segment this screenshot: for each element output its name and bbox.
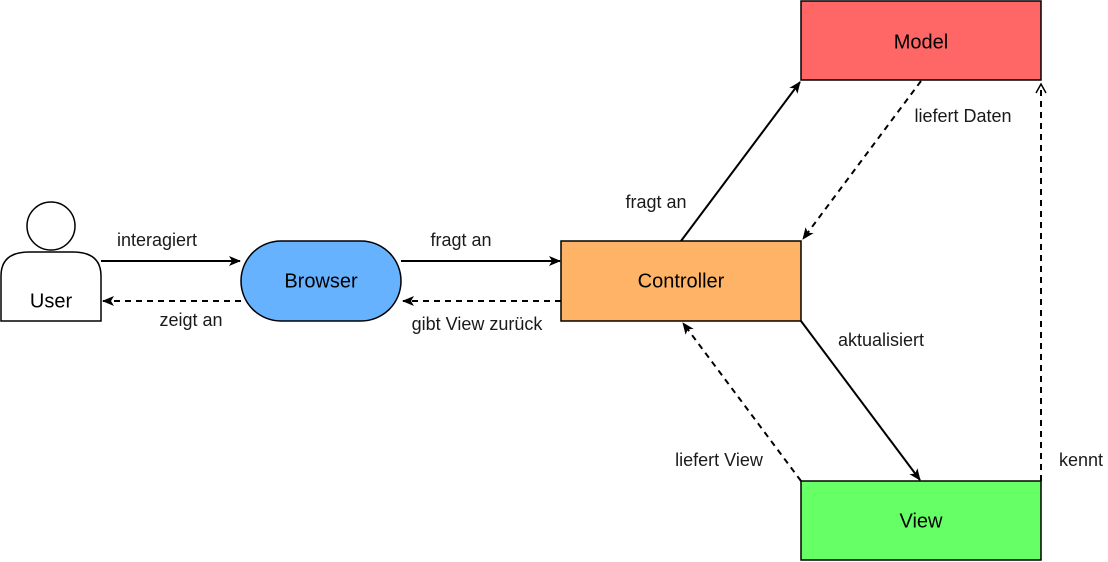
edge-model-to-controller[interactable]: liefert Daten bbox=[802, 80, 1012, 240]
browser-node[interactable]: Browser bbox=[240, 240, 402, 322]
view-box bbox=[800, 480, 1042, 561]
edge-label-fragt-an-model: fragt an bbox=[625, 192, 686, 212]
browser-box bbox=[240, 240, 402, 322]
model-box bbox=[800, 0, 1042, 81]
edge-label-gibt-view-zurueck: gibt View zurück bbox=[412, 314, 544, 334]
user-icon bbox=[0, 201, 102, 322]
edge-label-liefert-view: liefert View bbox=[675, 450, 764, 470]
edge-label-interagiert: interagiert bbox=[117, 230, 197, 250]
edge-user-to-browser[interactable]: interagiert bbox=[101, 230, 241, 266]
edge-label-kennt: kennt bbox=[1059, 450, 1103, 470]
browser-label: Browser bbox=[284, 270, 358, 292]
edge-label-fragt-an-browser: fragt an bbox=[430, 230, 491, 250]
controller-box bbox=[560, 240, 802, 322]
view-label: View bbox=[900, 510, 944, 532]
controller-label: Controller bbox=[638, 270, 725, 292]
view-node[interactable]: View bbox=[800, 480, 1042, 561]
edge-view-to-controller[interactable]: liefert View bbox=[675, 322, 802, 482]
edge-label-zeigt-an: zeigt an bbox=[159, 310, 222, 330]
edge-controller-to-view[interactable]: aktualisiert bbox=[800, 320, 924, 481]
edge-view-to-model[interactable]: kennt bbox=[1035, 82, 1103, 481]
model-node[interactable]: Model bbox=[800, 0, 1042, 81]
edge-controller-to-browser[interactable]: gibt View zurück bbox=[402, 296, 561, 334]
edge-label-liefert-daten: liefert Daten bbox=[914, 106, 1011, 126]
controller-node[interactable]: Controller bbox=[560, 240, 802, 322]
model-label: Model bbox=[894, 31, 948, 53]
user-node[interactable]: User bbox=[0, 201, 102, 322]
user-label: User bbox=[30, 290, 73, 312]
edge-browser-to-user[interactable]: zeigt an bbox=[102, 296, 241, 330]
edge-browser-to-controller[interactable]: fragt an bbox=[401, 230, 561, 266]
edge-controller-to-model[interactable]: fragt an bbox=[625, 81, 801, 242]
edge-label-aktualisiert: aktualisiert bbox=[838, 330, 924, 350]
